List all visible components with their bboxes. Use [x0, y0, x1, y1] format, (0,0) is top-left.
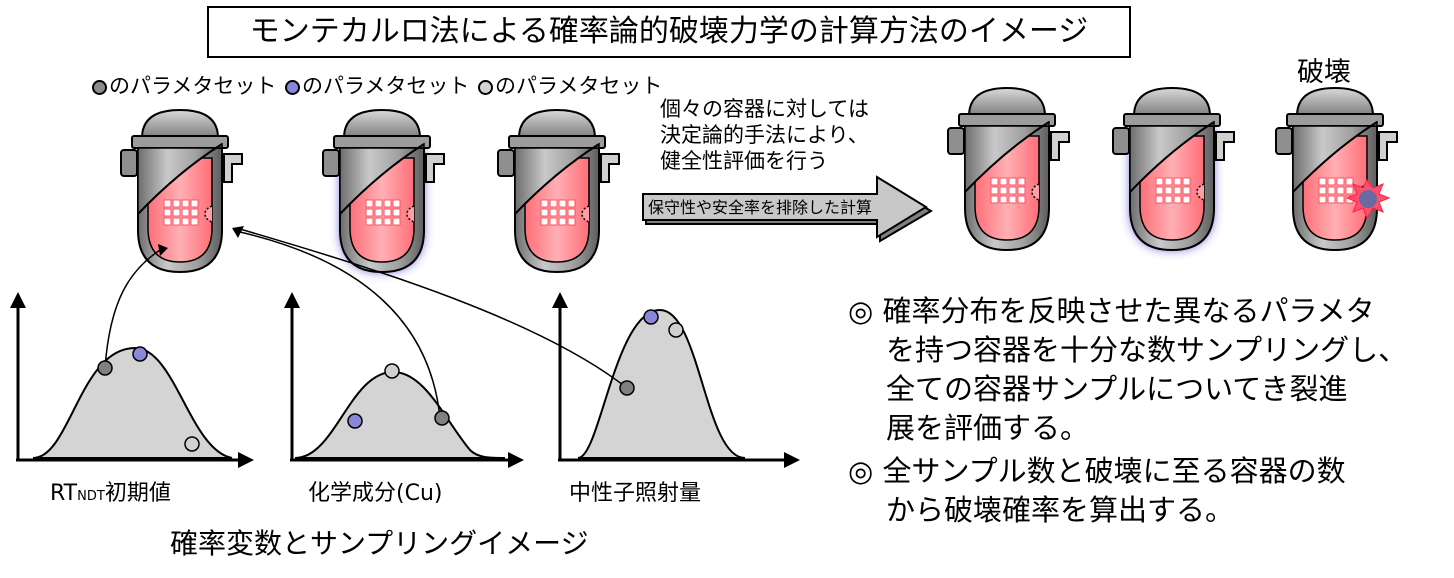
- distribution-neutron: [552, 292, 800, 468]
- sampling-arrows: [104, 228, 628, 419]
- legend-label: のパラメタセット: [109, 74, 277, 98]
- bullet-line: 全サンプル数と破壊に至る容器の数: [882, 454, 1346, 488]
- distribution-rtndt: [10, 292, 254, 468]
- bullet-2: ◎ 全サンプル数と破壊に至る容器の数 から破壊確率を算出する。: [848, 452, 1346, 530]
- fracture-burst-icon: [1345, 179, 1391, 220]
- arrow-label: 保守性や安全率を排除した計算: [648, 198, 872, 217]
- axis-label-prefix: RT: [50, 481, 78, 506]
- arrowhead-icon: [158, 244, 168, 256]
- calculation-arrow: [642, 175, 933, 243]
- legend-item-blue: のパラメタセット: [285, 74, 469, 98]
- vessel-light-sample: [497, 109, 620, 273]
- axis-label-suffix: 初期値: [104, 481, 171, 506]
- sample-dot-light: [384, 363, 400, 379]
- arrowhead-icon: [232, 226, 244, 238]
- sample-dot-blue: [643, 309, 659, 325]
- blue-sample-dot-icon: [285, 80, 300, 95]
- sample-points: [97, 309, 684, 452]
- light-sample-dot-icon: [478, 80, 493, 95]
- vessel-blue-sample: [322, 109, 445, 273]
- sample-dot-dark: [97, 360, 113, 376]
- legend-item-dark: のパラメタセット: [92, 74, 276, 98]
- sample-dot-blue: [347, 413, 363, 429]
- bullet-mark: ◎: [848, 294, 874, 328]
- legend-label: のパラメタセット: [302, 74, 470, 98]
- bullet-line: から破壊確率を算出する。: [886, 493, 1235, 527]
- vessel-dark-sample: [120, 109, 243, 273]
- result-vessel-blue: [1112, 87, 1235, 251]
- axis-label-neutron: 中性子照射量: [569, 481, 702, 506]
- axis-label-subscript: NDT: [77, 489, 105, 504]
- axis-label-cu: 化学成分(Cu): [308, 481, 443, 506]
- sampling-caption: 確率変数とサンプリングイメージ: [170, 527, 589, 560]
- note-line: 個々の容器に対しては: [660, 97, 869, 121]
- distribution-cu: [284, 292, 524, 468]
- bullet-line: 確率分布を反映させた異なるパラメタ: [882, 294, 1375, 328]
- break-label: 破壊: [1297, 57, 1351, 88]
- axis-label-rtndt: RTNDT初期値: [50, 481, 171, 510]
- sample-dot-dark: [434, 410, 450, 426]
- result-vessel-dark: [947, 87, 1070, 251]
- bullet-line: を持つ容器を十分な数サンプリングし、: [886, 333, 1408, 367]
- legend-label: のパラメタセット: [495, 74, 663, 98]
- dark-sample-dot-icon: [92, 80, 107, 95]
- bullet-mark: ◎: [848, 454, 874, 488]
- bullet-line: 展を評価する。: [886, 411, 1090, 445]
- sample-dot-light: [668, 322, 684, 338]
- legend-item-light: のパラメタセット: [478, 74, 662, 98]
- sample-dot-dark: [619, 380, 635, 396]
- bullet-line: 全ての容器サンプルについてき裂進: [886, 372, 1348, 406]
- note-line: 健全性評価を行う: [660, 149, 828, 173]
- sample-dot-blue: [132, 346, 148, 362]
- diagram-title: モンテカルロ法による確率論的破壊力学の計算方法のイメージ: [207, 6, 1131, 58]
- note-line: 決定論的手法により、: [660, 123, 869, 147]
- result-vessel-broken: [1275, 87, 1398, 251]
- sample-dot-light: [184, 436, 200, 452]
- evaluation-note: 個々の容器に対しては 決定論的手法により、 健全性評価を行う: [660, 96, 869, 174]
- bullet-1: ◎ 確率分布を反映させた異なるパラメタ を持つ容器を十分な数サンプリングし、 全…: [848, 292, 1407, 448]
